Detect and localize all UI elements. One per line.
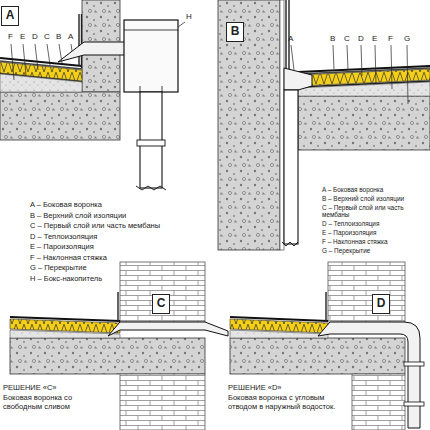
brick-wall	[120, 262, 205, 322]
leader-line	[11, 22, 185, 80]
legend-line: A – Боковая воронка	[30, 200, 102, 209]
callout-letter: F	[388, 34, 393, 44]
plaster	[280, 0, 284, 250]
callout-letter: B	[56, 32, 61, 42]
membrane-upstand	[325, 292, 326, 321]
legend-line: F – Наклонная стяжка	[30, 253, 107, 262]
legend-line: B – Верхний слой изоляции	[322, 195, 427, 203]
pipe-collar	[137, 140, 165, 146]
legend-line: B – Верхний слой изоляции	[30, 211, 126, 220]
panel-letter-box: B	[226, 22, 244, 42]
panel-letter-box: D	[372, 294, 390, 314]
panel-a-section	[0, 0, 185, 190]
top-membrane	[298, 66, 430, 72]
panel-letter: D	[377, 297, 386, 310]
callout-letter: G	[404, 34, 410, 44]
callout-letter: D	[32, 32, 38, 42]
side-drain-funnel	[108, 322, 228, 336]
break-line	[282, 242, 298, 246]
legend-line: G – Перекрытие	[322, 247, 427, 255]
solution-caption: Боковая воронка с угловым отводом в нару…	[228, 393, 346, 411]
legend-line: E – Пароизоляция	[30, 242, 94, 251]
solution-heading: РЕШЕНИЕ «D»	[228, 383, 282, 392]
pipe-clamp	[404, 362, 424, 366]
callout-letter: A	[68, 32, 73, 42]
panel-letter: C	[157, 297, 166, 310]
brick-wall	[328, 262, 405, 322]
floor-slab	[10, 338, 205, 374]
membrane-upstand	[117, 292, 118, 321]
callout-letter: B	[330, 34, 335, 44]
panel-letter: B	[231, 25, 240, 38]
top-membrane	[10, 317, 120, 321]
drain-with-elbow	[318, 322, 420, 428]
solution-caption: Боковая воронка со свободным сливом	[3, 393, 111, 411]
callout-letter: H	[186, 12, 192, 22]
floor-slab	[230, 338, 405, 374]
pipe-clamp	[404, 402, 424, 406]
floor-slab	[0, 92, 120, 140]
wall	[218, 0, 280, 250]
callout-letter: E	[20, 32, 25, 42]
legend-line: F – Наклонная стяжка	[322, 238, 427, 246]
collector-box	[124, 20, 178, 92]
top-membrane	[230, 317, 328, 321]
solution-heading: РЕШЕНИЕ «C»	[3, 383, 57, 392]
legend-line: E – Пароизоляция	[322, 229, 427, 237]
legend-line: D – Теплоизоляция	[30, 232, 97, 241]
leader-line	[291, 45, 408, 104]
legend-line: C – Первый слой или часть мембаны	[30, 221, 160, 230]
callout-letter: C	[44, 32, 50, 42]
panel-letter: A	[6, 9, 15, 22]
break-line	[136, 186, 166, 190]
legend-line: G – Перекрытие	[30, 263, 87, 272]
legend-line: D – Теплоизоляция	[322, 220, 427, 228]
side-drain-funnel	[284, 68, 312, 90]
floor-slab	[298, 96, 430, 150]
callout-letter: F	[8, 32, 13, 42]
panel-letter-box: A	[1, 6, 19, 26]
callout-letter: C	[344, 34, 350, 44]
callout-letter: E	[372, 34, 377, 44]
internal-pipe	[284, 90, 298, 244]
panel-letter-box: C	[152, 294, 170, 314]
legend-line: A – Боковая воронка	[322, 186, 427, 194]
legend-line: C – Первый слой или часть мембаны	[322, 204, 427, 219]
brick-wall	[352, 374, 405, 430]
panel-b-section	[218, 0, 430, 250]
callout-letter: D	[358, 34, 364, 44]
callout-letter: A	[288, 34, 293, 44]
legend-line: H – Бокс-накопитель	[30, 274, 102, 283]
brick-wall	[120, 374, 205, 430]
collector-box-detail	[124, 30, 178, 92]
membrane-upstand	[79, 14, 82, 68]
